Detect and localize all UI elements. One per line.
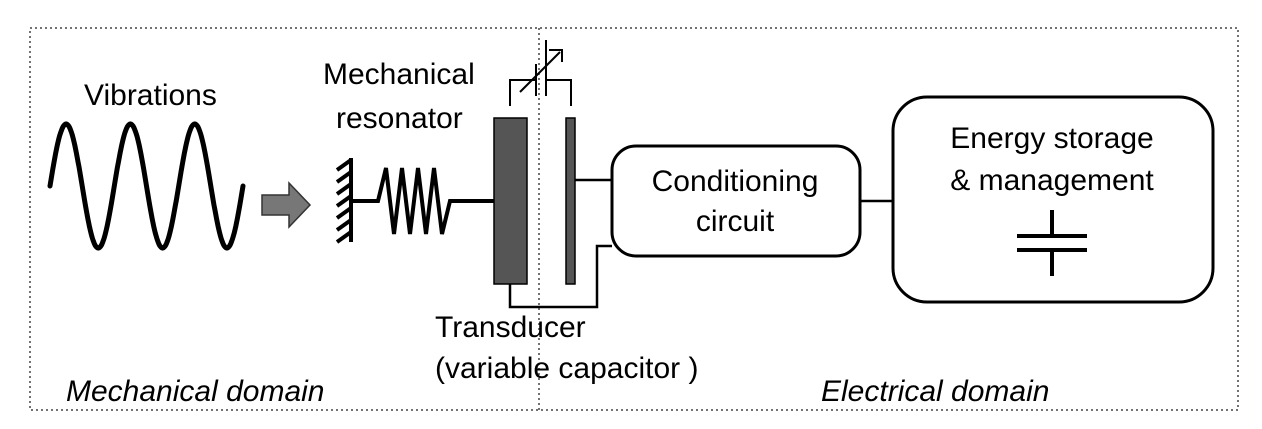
vibration-wave-icon xyxy=(47,121,246,251)
resonator-label-line2: resonator xyxy=(336,102,463,135)
storage-label-line2: & management xyxy=(950,164,1154,197)
electrical-domain-label: Electrical domain xyxy=(821,375,1049,408)
input-arrow-icon xyxy=(261,181,312,229)
resonator-label-line1: Mechanical xyxy=(323,58,475,91)
conditioning-label-line1: Conditioning xyxy=(652,165,819,198)
transducer-label-line2: (variable capacitor ) xyxy=(435,352,698,385)
fixed-plate xyxy=(565,117,576,285)
mechanical-domain-label: Mechanical domain xyxy=(66,375,324,408)
moving-plate xyxy=(493,117,528,285)
storage-capacitor-icon xyxy=(1017,210,1087,276)
variable-capacitor-symbol-icon xyxy=(509,40,572,106)
transducer-label-line1: Transducer xyxy=(435,311,586,344)
conditioning-circuit-box xyxy=(610,144,862,258)
vibrations-label: Vibrations xyxy=(84,79,217,112)
spring-icon xyxy=(351,167,494,235)
conditioning-label-line2: circuit xyxy=(696,205,775,238)
fixed-ground-icon xyxy=(335,158,353,244)
wiring xyxy=(508,178,893,309)
energy-storage-box xyxy=(891,95,1215,304)
storage-label-line1: Energy storage xyxy=(950,122,1153,155)
